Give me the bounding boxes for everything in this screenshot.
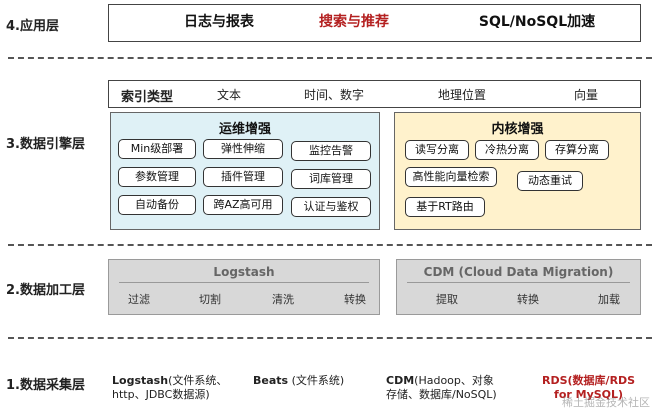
kernel-item: 基于RT路由: [405, 197, 485, 217]
app-layer-box: 日志与报表 搜索与推荐 SQL/NoSQL加速: [108, 4, 641, 42]
kernel-item: 冷热分离: [475, 140, 539, 160]
kernel-item: 存算分离: [545, 140, 609, 160]
collect-rds-line-2: for MySQL): [554, 388, 624, 401]
ops-item: 弹性伸缩: [203, 139, 283, 159]
layer-label-engine: 3.数据引擎层: [6, 137, 85, 152]
index-type-geo: 地理位置: [437, 88, 487, 102]
collect-beats-name: Beats: [253, 374, 289, 387]
layer-label-app: 4.应用层: [6, 19, 59, 34]
collect-beats: Beats (文件系统): [253, 374, 344, 388]
collect-logstash-detail-2: http、JDBC数据源): [112, 388, 210, 401]
layer-label-processing: 2.数据加工层: [6, 283, 85, 298]
ops-item: 插件管理: [203, 167, 283, 187]
ops-item: 跨AZ高可用: [203, 195, 283, 215]
app-item-search: 搜索与推荐: [319, 14, 389, 30]
ops-item: 认证与鉴权: [291, 197, 371, 217]
cdm-title: CDM (Cloud Data Migration): [423, 265, 614, 279]
ops-panel: 运维增强 Min级部署 弹性伸缩 监控告警 参数管理 插件管理 词库管理 自动备…: [110, 112, 380, 230]
kernel-item: 读写分离: [405, 140, 469, 160]
layer-label-collection: 1.数据采集层: [6, 378, 85, 393]
kernel-panel-title: 内核增强: [491, 122, 544, 137]
logstash-step: 清洗: [272, 293, 294, 306]
ops-item: 词库管理: [291, 169, 371, 189]
collect-rds-line-1: RDS(数据库/RDS: [542, 374, 636, 387]
logstash-step: 转换: [344, 293, 366, 306]
divider-2: [8, 244, 652, 246]
index-types-box: 索引类型 文本 时间、数字 地理位置 向量: [108, 80, 641, 108]
kernel-item: 动态重试: [517, 171, 583, 191]
index-type-text: 文本: [216, 88, 242, 102]
divider-3: [8, 337, 652, 339]
app-item-sql: SQL/NoSQL加速: [478, 14, 596, 30]
watermark: 稀土掘金技术社区: [562, 396, 650, 409]
index-types-label: 索引类型: [120, 90, 174, 105]
ops-item: 监控告警: [291, 141, 371, 161]
cdm-step: 转换: [517, 293, 539, 306]
divider-1: [8, 57, 652, 59]
cdm-rule: [407, 282, 630, 283]
cdm-step: 加载: [598, 293, 620, 306]
collect-logstash-detail-1: (文件系统、: [168, 374, 228, 387]
ops-item: Min级部署: [118, 139, 196, 159]
collect-cdm-name: CDM: [386, 374, 415, 387]
logstash-step: 切割: [199, 293, 221, 306]
kernel-panel: 内核增强 读写分离 冷热分离 存算分离 高性能向量检索 动态重试 基于RT路由: [394, 112, 641, 230]
kernel-item: 高性能向量检索: [405, 167, 497, 187]
collect-cdm-detail-2: 存储、数据库/NoSQL): [386, 388, 497, 401]
ops-item: 自动备份: [118, 195, 196, 215]
cdm-box: CDM (Cloud Data Migration) 提取 转换 加载: [396, 259, 641, 315]
collect-cdm-detail-1: (Hadoop、对象: [414, 374, 494, 387]
cdm-step: 提取: [436, 293, 458, 306]
index-type-vector: 向量: [573, 88, 599, 102]
collect-beats-detail: (文件系统): [288, 374, 345, 387]
logstash-rule: [119, 282, 369, 283]
collect-cdm: CDM(Hadoop、对象 存储、数据库/NoSQL): [386, 374, 497, 402]
logstash-title: Logstash: [213, 265, 275, 279]
ops-panel-title: 运维增强: [218, 122, 271, 137]
logstash-box: Logstash 过滤 切割 清洗 转换: [108, 259, 380, 315]
logstash-step: 过滤: [128, 293, 150, 306]
collect-logstash: Logstash(文件系统、 http、JDBC数据源): [112, 374, 227, 402]
collect-logstash-name: Logstash: [112, 374, 169, 387]
collect-rds: RDS(数据库/RDS for MySQL): [542, 374, 635, 402]
ops-item: 参数管理: [118, 167, 196, 187]
index-type-time-number: 时间、数字: [303, 88, 365, 102]
app-item-logs: 日志与报表: [184, 14, 254, 30]
